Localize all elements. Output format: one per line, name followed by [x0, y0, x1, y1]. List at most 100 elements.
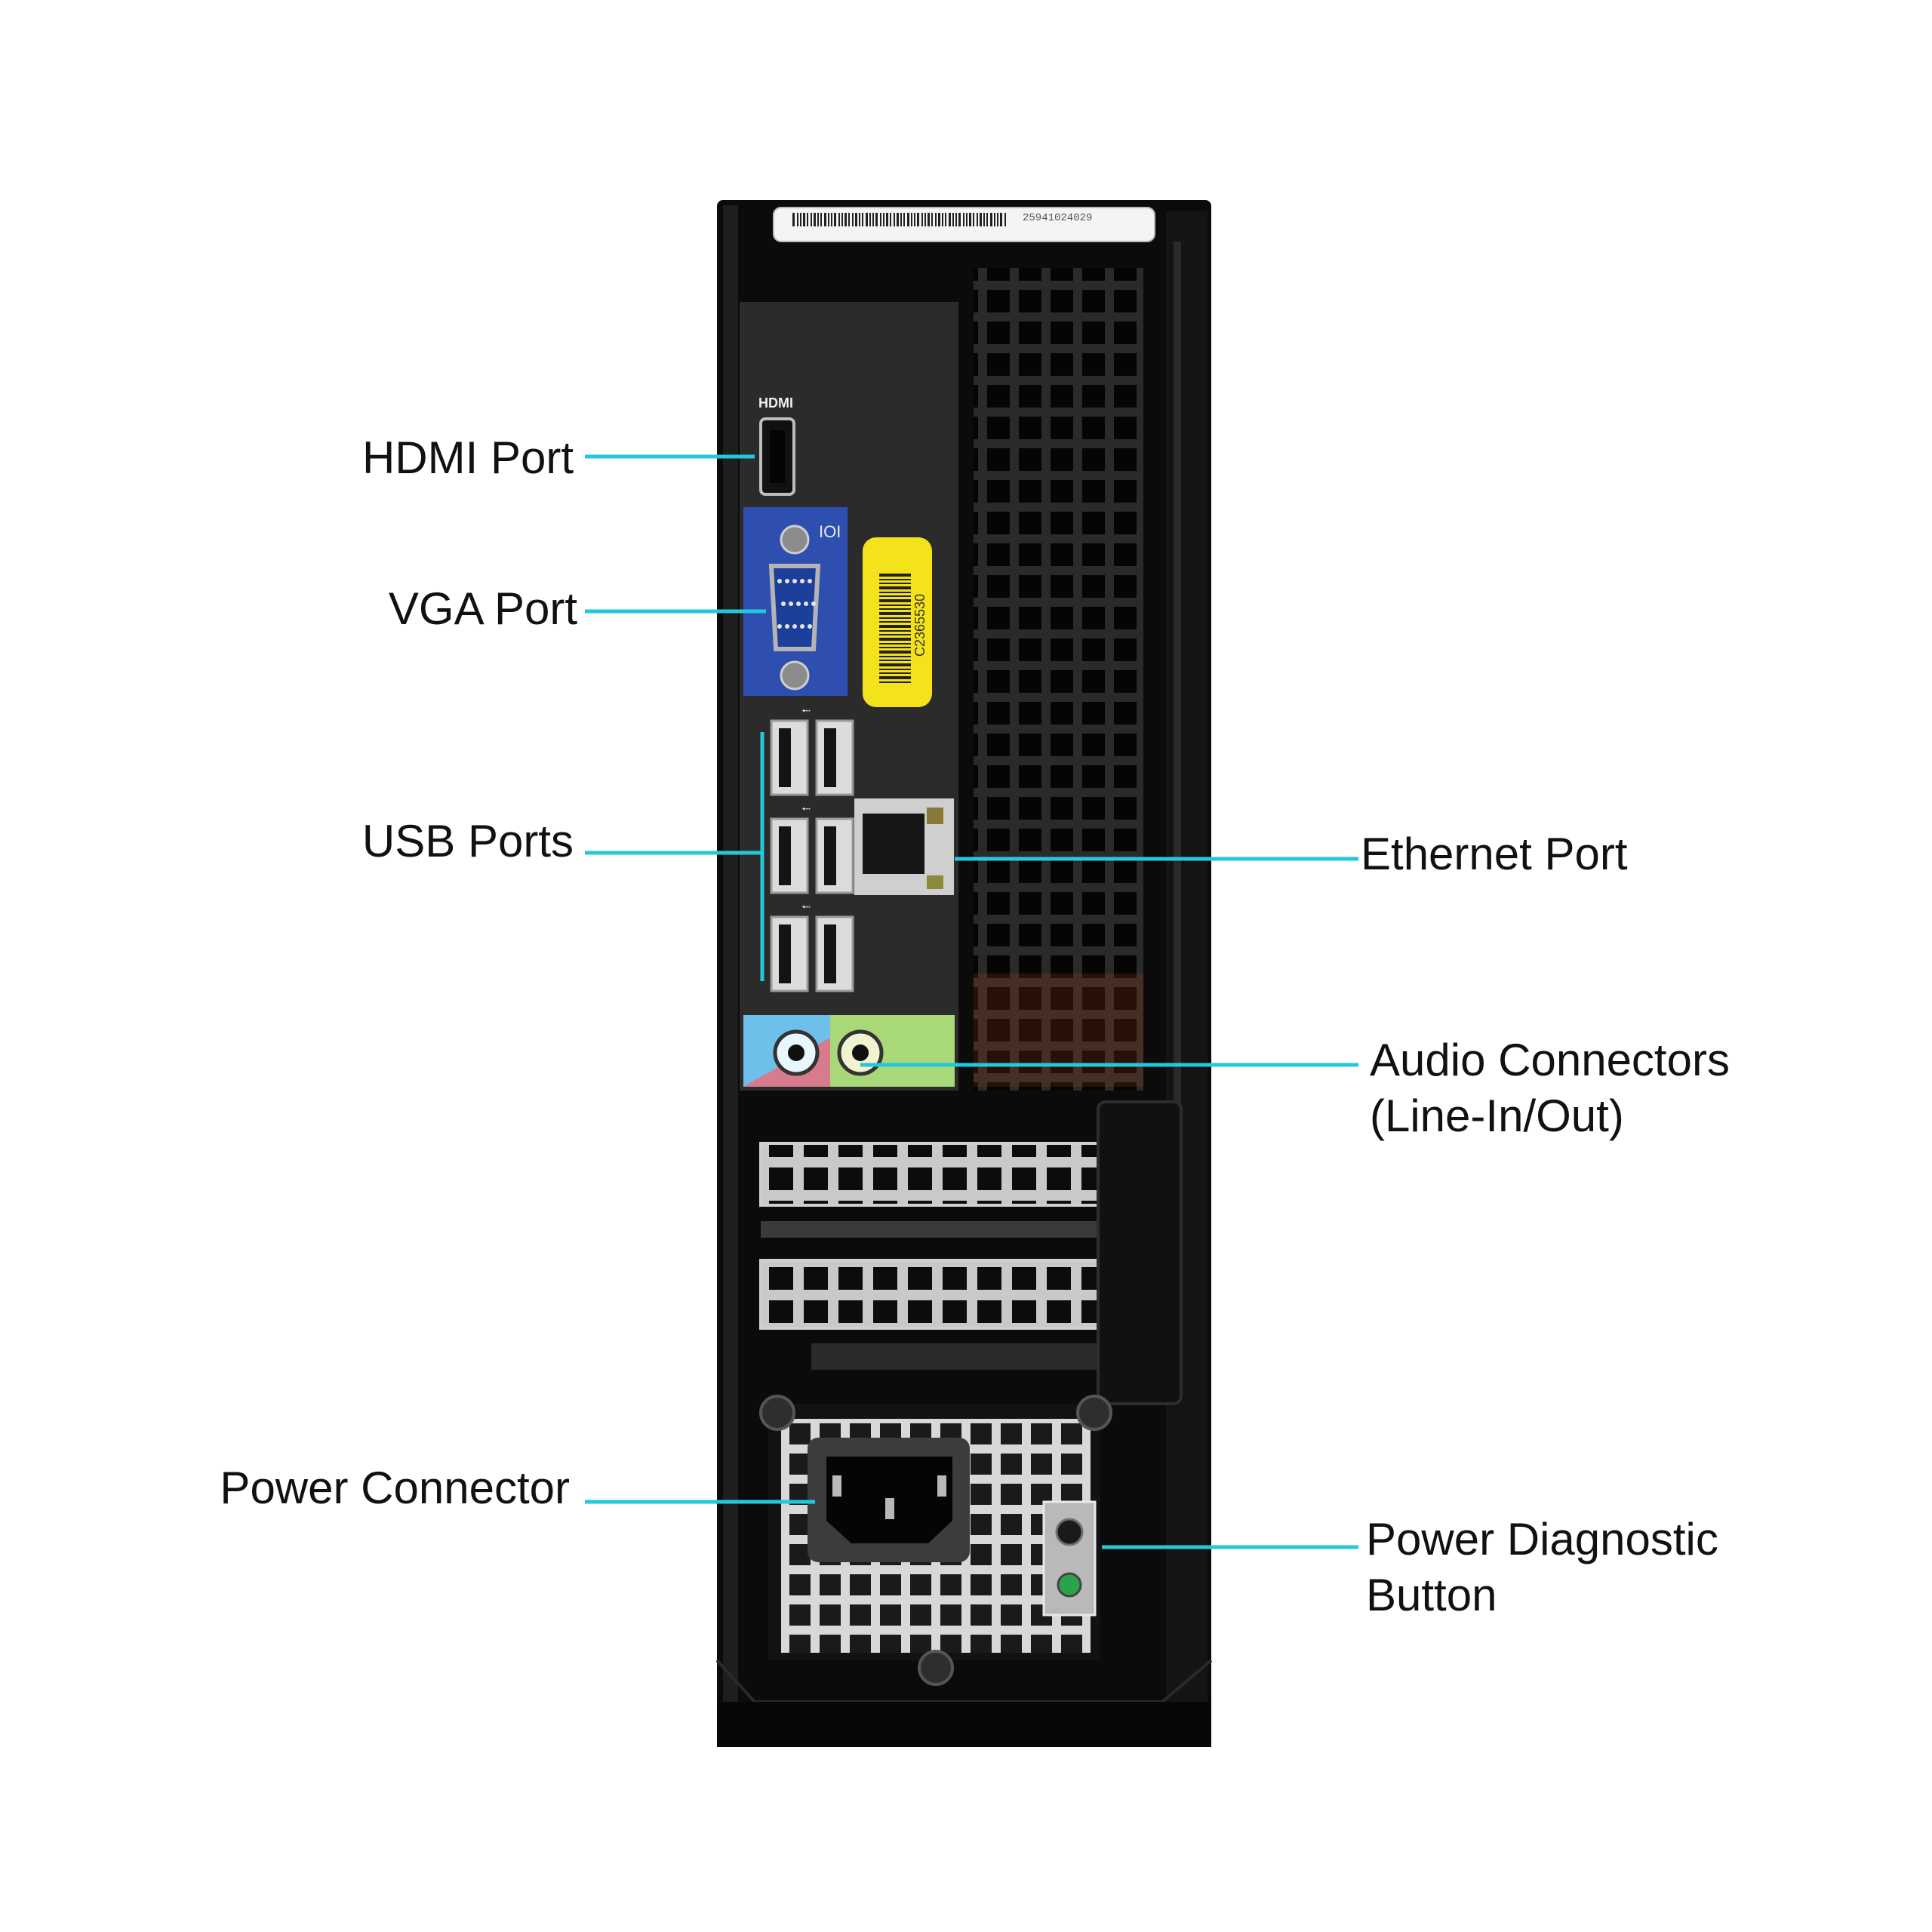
usb-port-tongue: [779, 728, 791, 787]
barcode-bar: [814, 213, 816, 226]
barcode-bar: [942, 213, 943, 226]
label-ethernet-port: Ethernet Port: [1361, 826, 1628, 882]
label-power-diagnostic: Power Diagnostic Button: [1366, 1512, 1718, 1623]
barcode-bar: [977, 213, 978, 226]
barcode-bar: [886, 213, 888, 226]
usb-symbol-icon: ⭪: [801, 705, 811, 718]
barcode-bar: [817, 213, 819, 226]
expansion-slots: [759, 1100, 1183, 1405]
barcode-bar: [879, 669, 911, 670]
barcode-bar: [875, 213, 878, 226]
vga-pin: [792, 579, 797, 583]
barcode-bar: [879, 574, 911, 577]
barcode-bar: [792, 213, 795, 226]
barcode-bar: [879, 681, 911, 683]
label-diag-line2: Button: [1366, 1570, 1497, 1620]
usb-port-tongue: [779, 924, 791, 983]
barcode-bar: [879, 621, 911, 623]
label-hdmi-text: HDMI Port: [361, 432, 574, 483]
barcode-bar: [903, 213, 905, 226]
barcode-bar: [855, 213, 857, 226]
vga-pin: [789, 601, 793, 606]
barcode-bar: [994, 213, 995, 226]
label-power-connector-text: Power Connector: [220, 1463, 570, 1513]
leader-lines: [585, 454, 1358, 1549]
usb-port-stack: ⭪⭪⭪: [770, 705, 854, 992]
barcode-bar: [973, 213, 974, 226]
barcode-bar: [879, 663, 911, 666]
barcode-bar: [890, 213, 891, 226]
barcode-bar: [834, 213, 836, 226]
barcode-bar: [879, 592, 911, 593]
barcode-bar: [820, 213, 822, 226]
label-audio-line1: Audio Connectors: [1370, 1035, 1730, 1085]
barcode-bar: [921, 213, 923, 226]
barcode-bar: [963, 213, 964, 226]
usb-port-tongue: [824, 826, 836, 885]
barcode-bar: [997, 213, 998, 226]
barcode-bar: [879, 643, 911, 645]
barcode-bar: [879, 630, 911, 632]
label-usb-ports: USB Ports: [362, 814, 574, 869]
label-diag-line1: Power Diagnostic: [1366, 1514, 1718, 1564]
label-vga-port: VGA Port: [389, 581, 577, 637]
barcode-bar: [879, 625, 911, 628]
barcode-bar: [879, 651, 911, 654]
barcode-bar: [935, 213, 937, 226]
label-audio-connectors: Audio Connectors (Line-In/Out): [1370, 1032, 1730, 1144]
vga-pin: [808, 624, 812, 629]
barcode-bar: [931, 213, 933, 226]
barcode-bar: [924, 213, 926, 226]
vga-marking: IOI: [819, 522, 841, 541]
audio-panel: [743, 1015, 955, 1087]
barcode-bar: [980, 213, 982, 226]
vga-pin: [785, 624, 789, 629]
vga-pin: [796, 601, 801, 606]
barcode-bar: [828, 213, 829, 226]
barcode-bar: [872, 213, 874, 226]
barcode-bar: [848, 213, 850, 226]
barcode-bar: [869, 213, 871, 226]
barcode-bar: [824, 213, 826, 226]
barcode-bar: [811, 213, 812, 226]
barcode-bar: [949, 213, 951, 226]
vga-pin: [777, 579, 782, 583]
barcode-bar: [807, 213, 808, 226]
service-tag-number: 25941024029: [1023, 212, 1092, 224]
vga-pin: [792, 624, 797, 629]
barcode-bar: [852, 213, 854, 226]
barcode-bar: [879, 612, 911, 615]
barcode-bar: [907, 213, 909, 226]
vga-pin: [800, 579, 804, 583]
barcode-bar: [879, 656, 911, 657]
barcode-bar: [879, 634, 911, 635]
vga-pin: [785, 579, 789, 583]
barcode-bar: [879, 676, 911, 679]
barcode-bar: [894, 213, 895, 226]
ethernet-port: [854, 798, 954, 895]
hdmi-marking: HDMI: [758, 395, 793, 411]
label-hdmi-port: HDMI Port: [362, 430, 574, 486]
service-tag-sticker: 25941024029: [773, 207, 1155, 242]
label-ethernet-text: Ethernet Port: [1361, 829, 1628, 879]
barcode-bar: [958, 213, 961, 226]
barcode-bar: [862, 213, 863, 226]
vga-pin: [804, 601, 808, 606]
barcode-bar: [880, 213, 881, 226]
vga-pin: [777, 624, 782, 629]
asset-sticker-number: C2365530: [912, 594, 928, 657]
barcode-bar: [938, 213, 940, 226]
barcode-bar: [990, 213, 992, 226]
barcode-bar: [879, 583, 911, 584]
barcode-bar: [844, 213, 847, 226]
barcode-bar: [879, 672, 911, 674]
barcode-bar: [879, 617, 911, 619]
barcode-bar: [841, 213, 843, 226]
vga-pin: [808, 579, 812, 583]
vent-grille: [974, 268, 1143, 1091]
vga-port: IOI: [743, 507, 848, 696]
label-usb-text: USB Ports: [361, 816, 574, 866]
vga-pin: [800, 624, 804, 629]
barcode-bar: [838, 213, 840, 226]
